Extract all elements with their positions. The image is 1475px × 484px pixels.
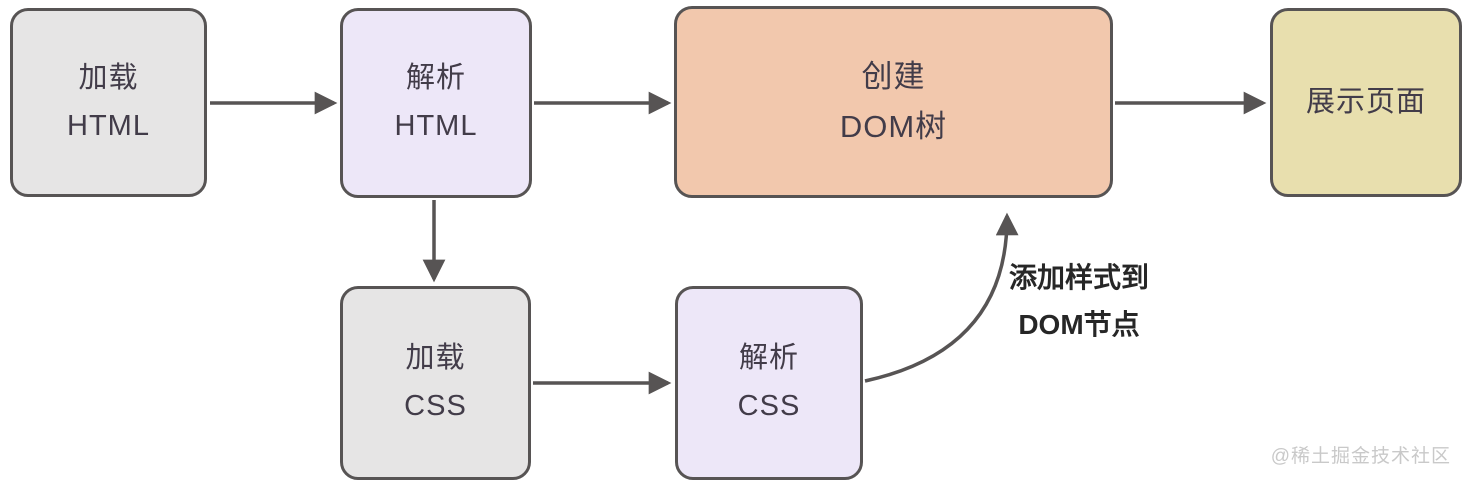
node-parse-css: 解析 CSS	[675, 286, 863, 480]
node-load-html: 加载 HTML	[10, 8, 207, 197]
edge-label-add-styles-to-dom: 添加样式到 DOM节点	[990, 254, 1168, 348]
node-label: 加载	[78, 61, 139, 94]
node-label: 解析	[405, 62, 466, 95]
edge-label-line: 添加样式到	[1008, 262, 1149, 293]
node-label: DOM树	[839, 109, 948, 144]
node-create-dom-tree: 创建 DOM树	[674, 6, 1113, 198]
node-show-page: 展示页面	[1270, 8, 1462, 197]
watermark: @稀土掘金技术社区	[1270, 446, 1451, 467]
node-parse-html: 解析 HTML	[340, 8, 532, 198]
node-label: 展示页面	[1305, 85, 1426, 118]
node-label: HTML	[67, 109, 150, 142]
node-label: CSS	[737, 390, 801, 422]
node-label: 创建	[861, 58, 926, 94]
node-label: HTML	[394, 110, 478, 142]
edge-label-line: DOM节点	[1018, 309, 1140, 340]
node-load-css: 加载 CSS	[340, 286, 531, 480]
node-label: CSS	[404, 390, 467, 422]
node-label: 解析	[738, 342, 799, 375]
arrow-parse-css-to-create-dom-curve	[864, 212, 1019, 383]
node-label: 加载	[405, 342, 466, 375]
